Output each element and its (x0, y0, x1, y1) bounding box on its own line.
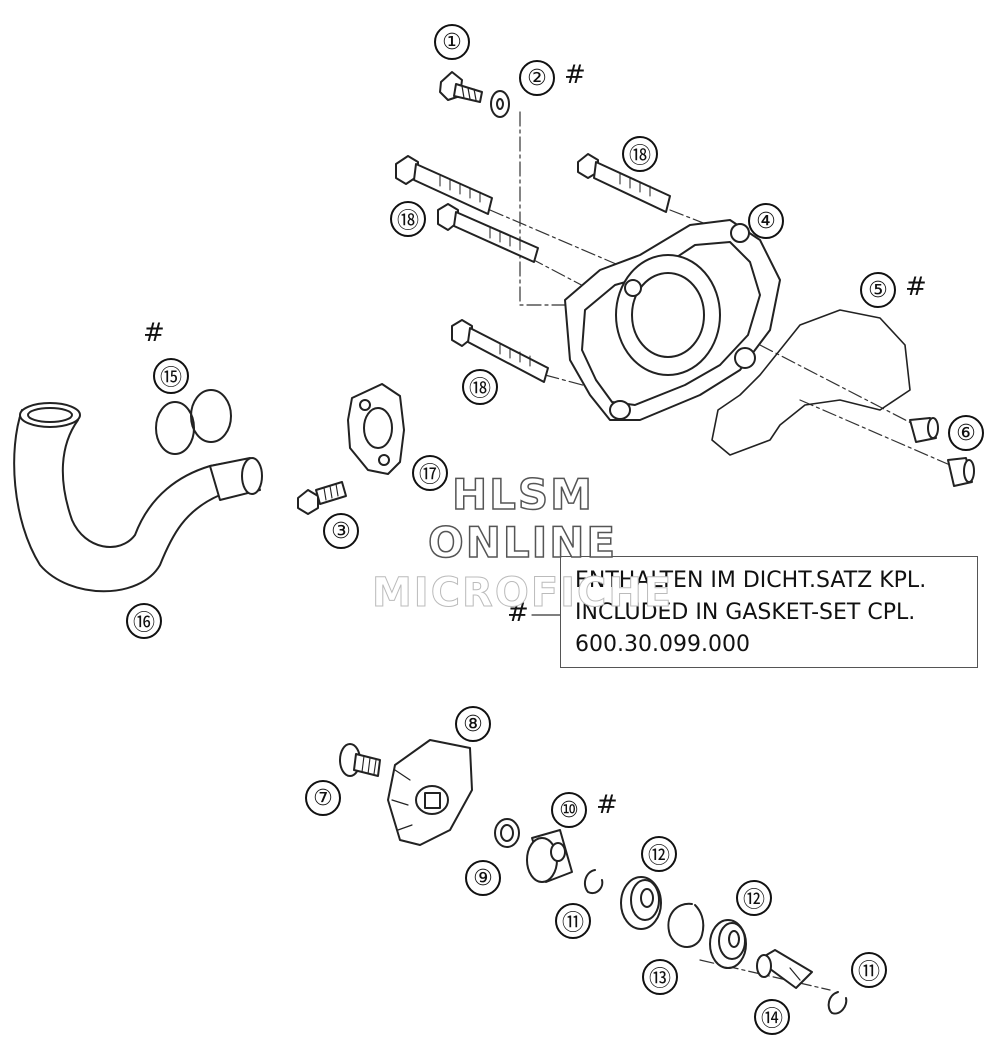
pump-cover-4 (564, 219, 781, 421)
callout-16: ⑯ (126, 603, 162, 639)
dowels-6 (909, 417, 975, 487)
hose-16 (13, 402, 263, 593)
callout-1: ① (434, 24, 470, 60)
callout-4: ④ (748, 203, 784, 239)
callout-14: ⑭ (754, 999, 790, 1035)
shaft-14 (756, 949, 813, 989)
circlip-11a (583, 869, 604, 894)
callout-5: ⑤ (860, 272, 896, 308)
callout-3: ③ (323, 513, 359, 549)
screw-3 (297, 481, 347, 515)
bolt-7 (339, 743, 381, 777)
o-ring-5 (711, 309, 911, 456)
callout-11b: ⑪ (851, 952, 887, 988)
o-rings-15 (155, 389, 232, 455)
callout-6: ⑥ (948, 415, 984, 451)
hash-mark-legend: # (507, 598, 529, 628)
circlip-13 (667, 902, 705, 948)
watermark-line-3: MICROFICHE (371, 570, 674, 617)
impeller-8 (387, 739, 473, 846)
bearing-12a (620, 876, 662, 930)
hash-mark-15: # (143, 318, 165, 348)
washer-2 (490, 90, 510, 118)
gasket-set-legend: ENTHALTEN IM DICHT.SATZ KPL. INCLUDED IN… (560, 556, 978, 668)
watermark-line-2: ONLINE (427, 517, 618, 568)
legend-line-german: ENTHALTEN IM DICHT.SATZ KPL. (575, 568, 927, 593)
callout-15: ⑮ (153, 358, 189, 394)
callout-11a: ⑪ (555, 903, 591, 939)
callout-10: ⑩ (551, 792, 587, 828)
circlip-11b (827, 991, 848, 1015)
callout-2: ② (519, 60, 555, 96)
callout-13: ⑬ (642, 959, 678, 995)
seal-9 (494, 818, 520, 848)
callout-9: ⑨ (465, 860, 501, 896)
gasket-17 (347, 383, 405, 475)
callout-17: ⑰ (412, 455, 448, 491)
callout-7: ⑦ (305, 780, 341, 816)
callout-18-left: ⑱ (390, 201, 426, 237)
shaft-seal-10 (526, 829, 573, 883)
hash-mark-10: # (596, 790, 618, 820)
callout-8: ⑧ (455, 706, 491, 742)
hash-mark-2: # (564, 60, 586, 90)
bearing-12b (709, 919, 747, 969)
watermark-line-1: HLSM (451, 469, 594, 520)
legend-part-number: 600.30.099.000 (575, 632, 750, 657)
hash-mark-5: # (905, 272, 927, 302)
bolts-18 (395, 153, 671, 383)
callout-18-bottom: ⑱ (462, 369, 498, 405)
callout-18-top: ⑱ (622, 136, 658, 172)
callout-12a: ⑫ (641, 836, 677, 872)
legend-line-english: INCLUDED IN GASKET-SET CPL. (575, 600, 916, 625)
bolt-1 (439, 71, 483, 103)
callout-12b: ⑫ (736, 880, 772, 916)
